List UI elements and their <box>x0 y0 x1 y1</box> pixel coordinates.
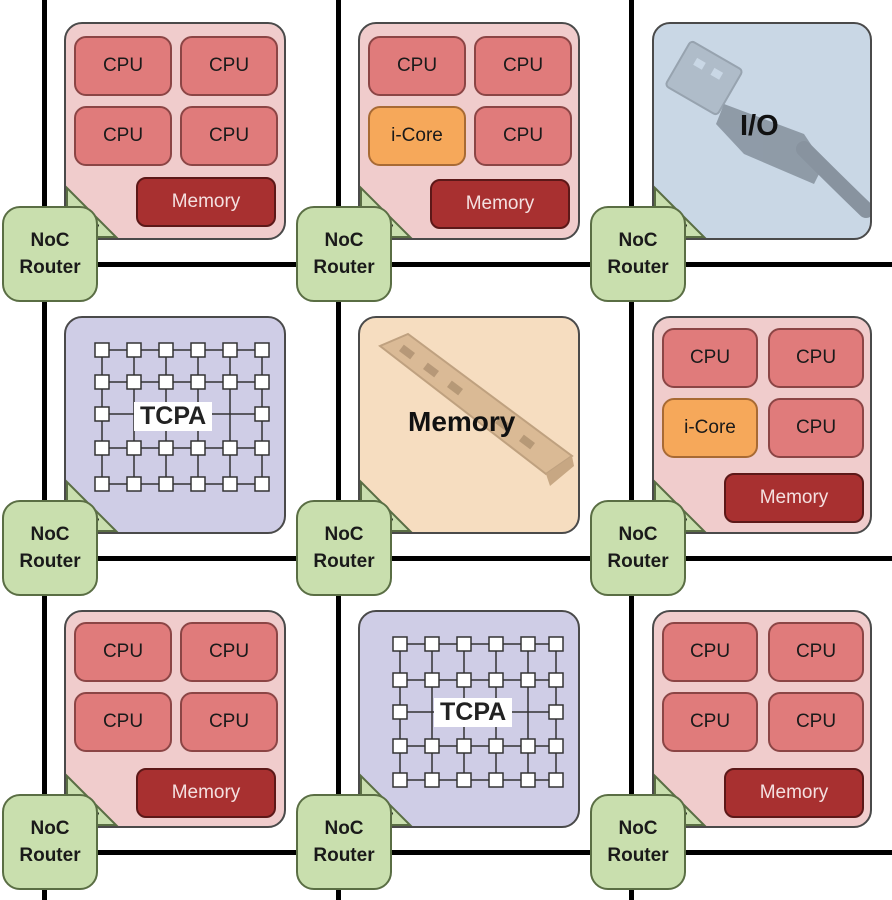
cpu-core: CPU <box>180 622 278 682</box>
noc-router: NoC Router <box>296 206 392 302</box>
io-tile: I/O NA <box>652 22 872 240</box>
cpu-core: CPU <box>180 106 278 166</box>
i-core: i-Core <box>662 398 758 458</box>
compute-tile: CPU CPU i-Core CPU Memory NA <box>358 22 580 240</box>
cpu-core: CPU <box>474 36 572 96</box>
cpu-core: CPU <box>768 692 864 752</box>
cpu-core: CPU <box>74 622 172 682</box>
cpu-core: CPU <box>74 36 172 96</box>
noc-link-vertical <box>336 0 341 900</box>
processor-array-grid <box>392 636 564 788</box>
noc-router: NoC Router <box>590 794 686 890</box>
cpu-core: CPU <box>662 692 758 752</box>
router-label-line2: Router <box>19 257 81 278</box>
memory-module-icon <box>378 332 574 486</box>
router-label-line2: Router <box>313 257 375 278</box>
cpu-core: CPU <box>74 692 172 752</box>
router-label-line1: NoC <box>618 818 658 839</box>
noc-link-vertical <box>629 0 634 900</box>
cpu-core: CPU <box>180 692 278 752</box>
cpu-core: CPU <box>368 36 466 96</box>
compute-tile: CPU CPU CPU CPU Memory NA <box>64 610 286 828</box>
memory-block: Memory <box>724 473 864 523</box>
cpu-core: CPU <box>74 106 172 166</box>
memory-block: Memory <box>430 179 570 229</box>
processor-array-grid <box>94 342 270 492</box>
cpu-core: CPU <box>768 398 864 458</box>
cpu-core: CPU <box>768 328 864 388</box>
noc-link-horizontal <box>42 850 892 855</box>
tcpa-tile: TCPA NA <box>64 316 286 534</box>
noc-router: NoC Router <box>590 206 686 302</box>
cpu-core: CPU <box>474 106 572 166</box>
router-label-line1: NoC <box>618 524 658 545</box>
compute-tile: CPU CPU i-Core CPU Memory NA <box>652 316 872 534</box>
cpu-core: CPU <box>662 622 758 682</box>
router-label-line1: NoC <box>30 818 70 839</box>
router-label-line1: NoC <box>618 230 658 251</box>
noc-router: NoC Router <box>590 500 686 596</box>
noc-router: NoC Router <box>296 794 392 890</box>
memory-label: Memory <box>408 406 516 437</box>
router-label-line2: Router <box>607 551 669 572</box>
noc-router: NoC Router <box>2 794 98 890</box>
cpu-core: CPU <box>768 622 864 682</box>
tcpa-label: TCPA <box>434 698 513 727</box>
memory-tile: Memory NA <box>358 316 580 534</box>
io-label: I/O <box>740 110 779 142</box>
router-label-line2: Router <box>607 257 669 278</box>
noc-router: NoC Router <box>2 206 98 302</box>
router-label-line2: Router <box>19 551 81 572</box>
noc-link-horizontal <box>42 556 892 561</box>
router-label-line2: Router <box>313 551 375 572</box>
compute-tile: CPU CPU CPU CPU Memory NA <box>64 22 286 240</box>
memory-block: Memory <box>136 177 276 227</box>
noc-link-vertical <box>42 0 47 900</box>
router-label-line2: Router <box>313 845 375 866</box>
i-core: i-Core <box>368 106 466 166</box>
usb-plug-icon <box>665 40 870 218</box>
tcpa-label: TCPA <box>134 402 213 431</box>
router-label-line2: Router <box>19 845 81 866</box>
router-label-line1: NoC <box>30 524 70 545</box>
noc-router: NoC Router <box>2 500 98 596</box>
router-label-line1: NoC <box>324 524 364 545</box>
noc-router: NoC Router <box>296 500 392 596</box>
router-label-line2: Router <box>607 845 669 866</box>
cpu-core: CPU <box>180 36 278 96</box>
cpu-core: CPU <box>662 328 758 388</box>
noc-link-horizontal <box>42 262 892 267</box>
compute-tile: CPU CPU CPU CPU Memory NA <box>652 610 872 828</box>
memory-block: Memory <box>724 768 864 818</box>
router-label-line1: NoC <box>30 230 70 251</box>
tcpa-tile: TCPA NA <box>358 610 580 828</box>
router-label-line1: NoC <box>324 818 364 839</box>
memory-block: Memory <box>136 768 276 818</box>
router-label-line1: NoC <box>324 230 364 251</box>
